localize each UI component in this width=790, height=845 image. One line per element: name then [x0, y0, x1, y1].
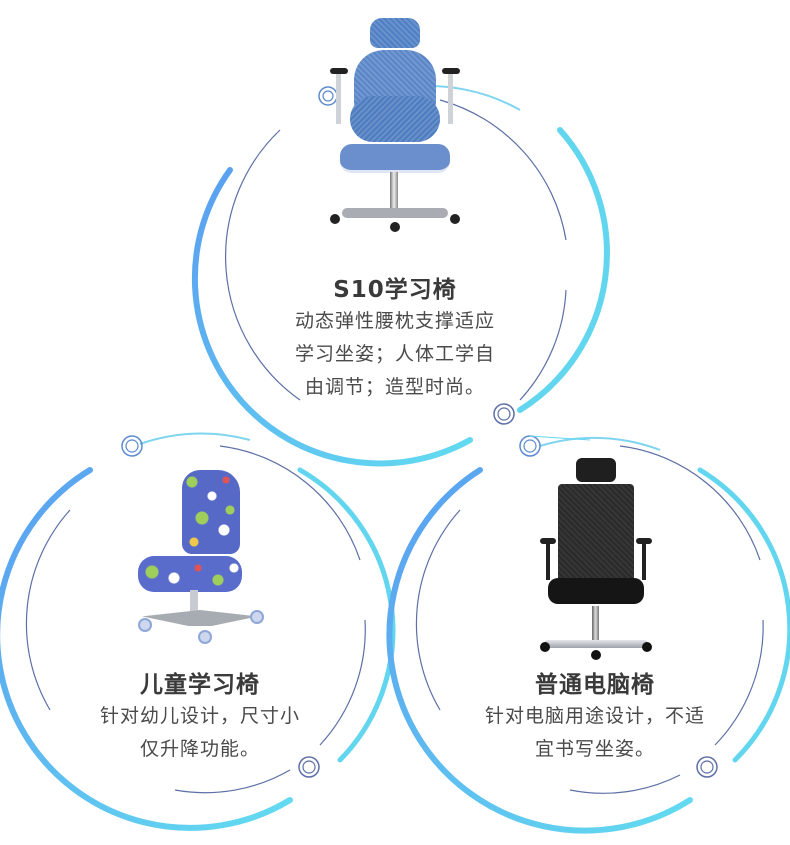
card-desc-line: 学习坐姿；人体工学自 [294, 343, 495, 365]
chair-backrest [558, 484, 634, 582]
card-desc-line: 宜书写坐姿。 [534, 738, 655, 760]
chair-base [544, 640, 648, 648]
chair-armrest-left [330, 68, 348, 74]
chair-armpost-right [448, 74, 453, 124]
chair-stem [190, 590, 198, 612]
chair-wheel [390, 222, 400, 232]
chair-wheel [540, 642, 550, 652]
chair-armpost-left [546, 544, 550, 580]
card-kids: 儿童学习椅 针对幼儿设计，尺寸小 仅升降功能。 [55, 670, 345, 766]
chair-seat [138, 556, 242, 592]
card-desc-line: 针对幼儿设计，尺寸小 [99, 705, 300, 727]
office-chair-image [536, 458, 656, 660]
chair-wheel [198, 630, 212, 644]
chair-armpost-right [642, 544, 646, 580]
chair-wheel [591, 650, 601, 660]
card-title: 普通电脑椅 [535, 672, 655, 698]
chair-armrest-right [636, 538, 652, 544]
kids-chair-image [138, 470, 264, 645]
card-desc-line: 针对电脑用途设计，不适 [484, 705, 705, 727]
chair-base [342, 208, 448, 218]
chair-stem [390, 172, 398, 212]
card-office: 普通电脑椅 针对电脑用途设计，不适 宜书写坐姿。 [445, 670, 745, 766]
card-desc-line: 仅升降功能。 [139, 738, 260, 760]
ring-bottom-right [386, 435, 790, 834]
chair-wheel [450, 214, 460, 224]
chair-wheel [330, 214, 340, 224]
chair-headrest [576, 458, 616, 482]
card-desc-line: 动态弹性腰枕支撑适应 [294, 310, 495, 332]
chair-seat [340, 144, 450, 173]
chair-wheel [250, 610, 264, 624]
chair-lumbar [350, 96, 440, 142]
chair-armpost-left [336, 74, 341, 124]
card-title: S10学习椅 [333, 277, 457, 303]
s10-chair-image [330, 18, 460, 258]
chair-stem [592, 606, 599, 642]
chair-base [142, 610, 258, 626]
chair-wheel [138, 618, 152, 632]
card-desc-line: 由调节；造型时尚。 [304, 376, 485, 398]
chair-armrest-left [540, 538, 556, 544]
card-s10: S10学习椅 动态弹性腰枕支撑适应 学习坐姿；人体工学自 由调节；造型时尚。 [245, 275, 545, 404]
chair-seat [548, 578, 644, 604]
chair-wheel [642, 642, 652, 652]
chair-armrest-right [442, 68, 460, 74]
chair-headrest [370, 18, 420, 48]
chair-backrest [182, 470, 240, 554]
ring-top [191, 85, 610, 467]
card-title: 儿童学习椅 [140, 672, 260, 698]
